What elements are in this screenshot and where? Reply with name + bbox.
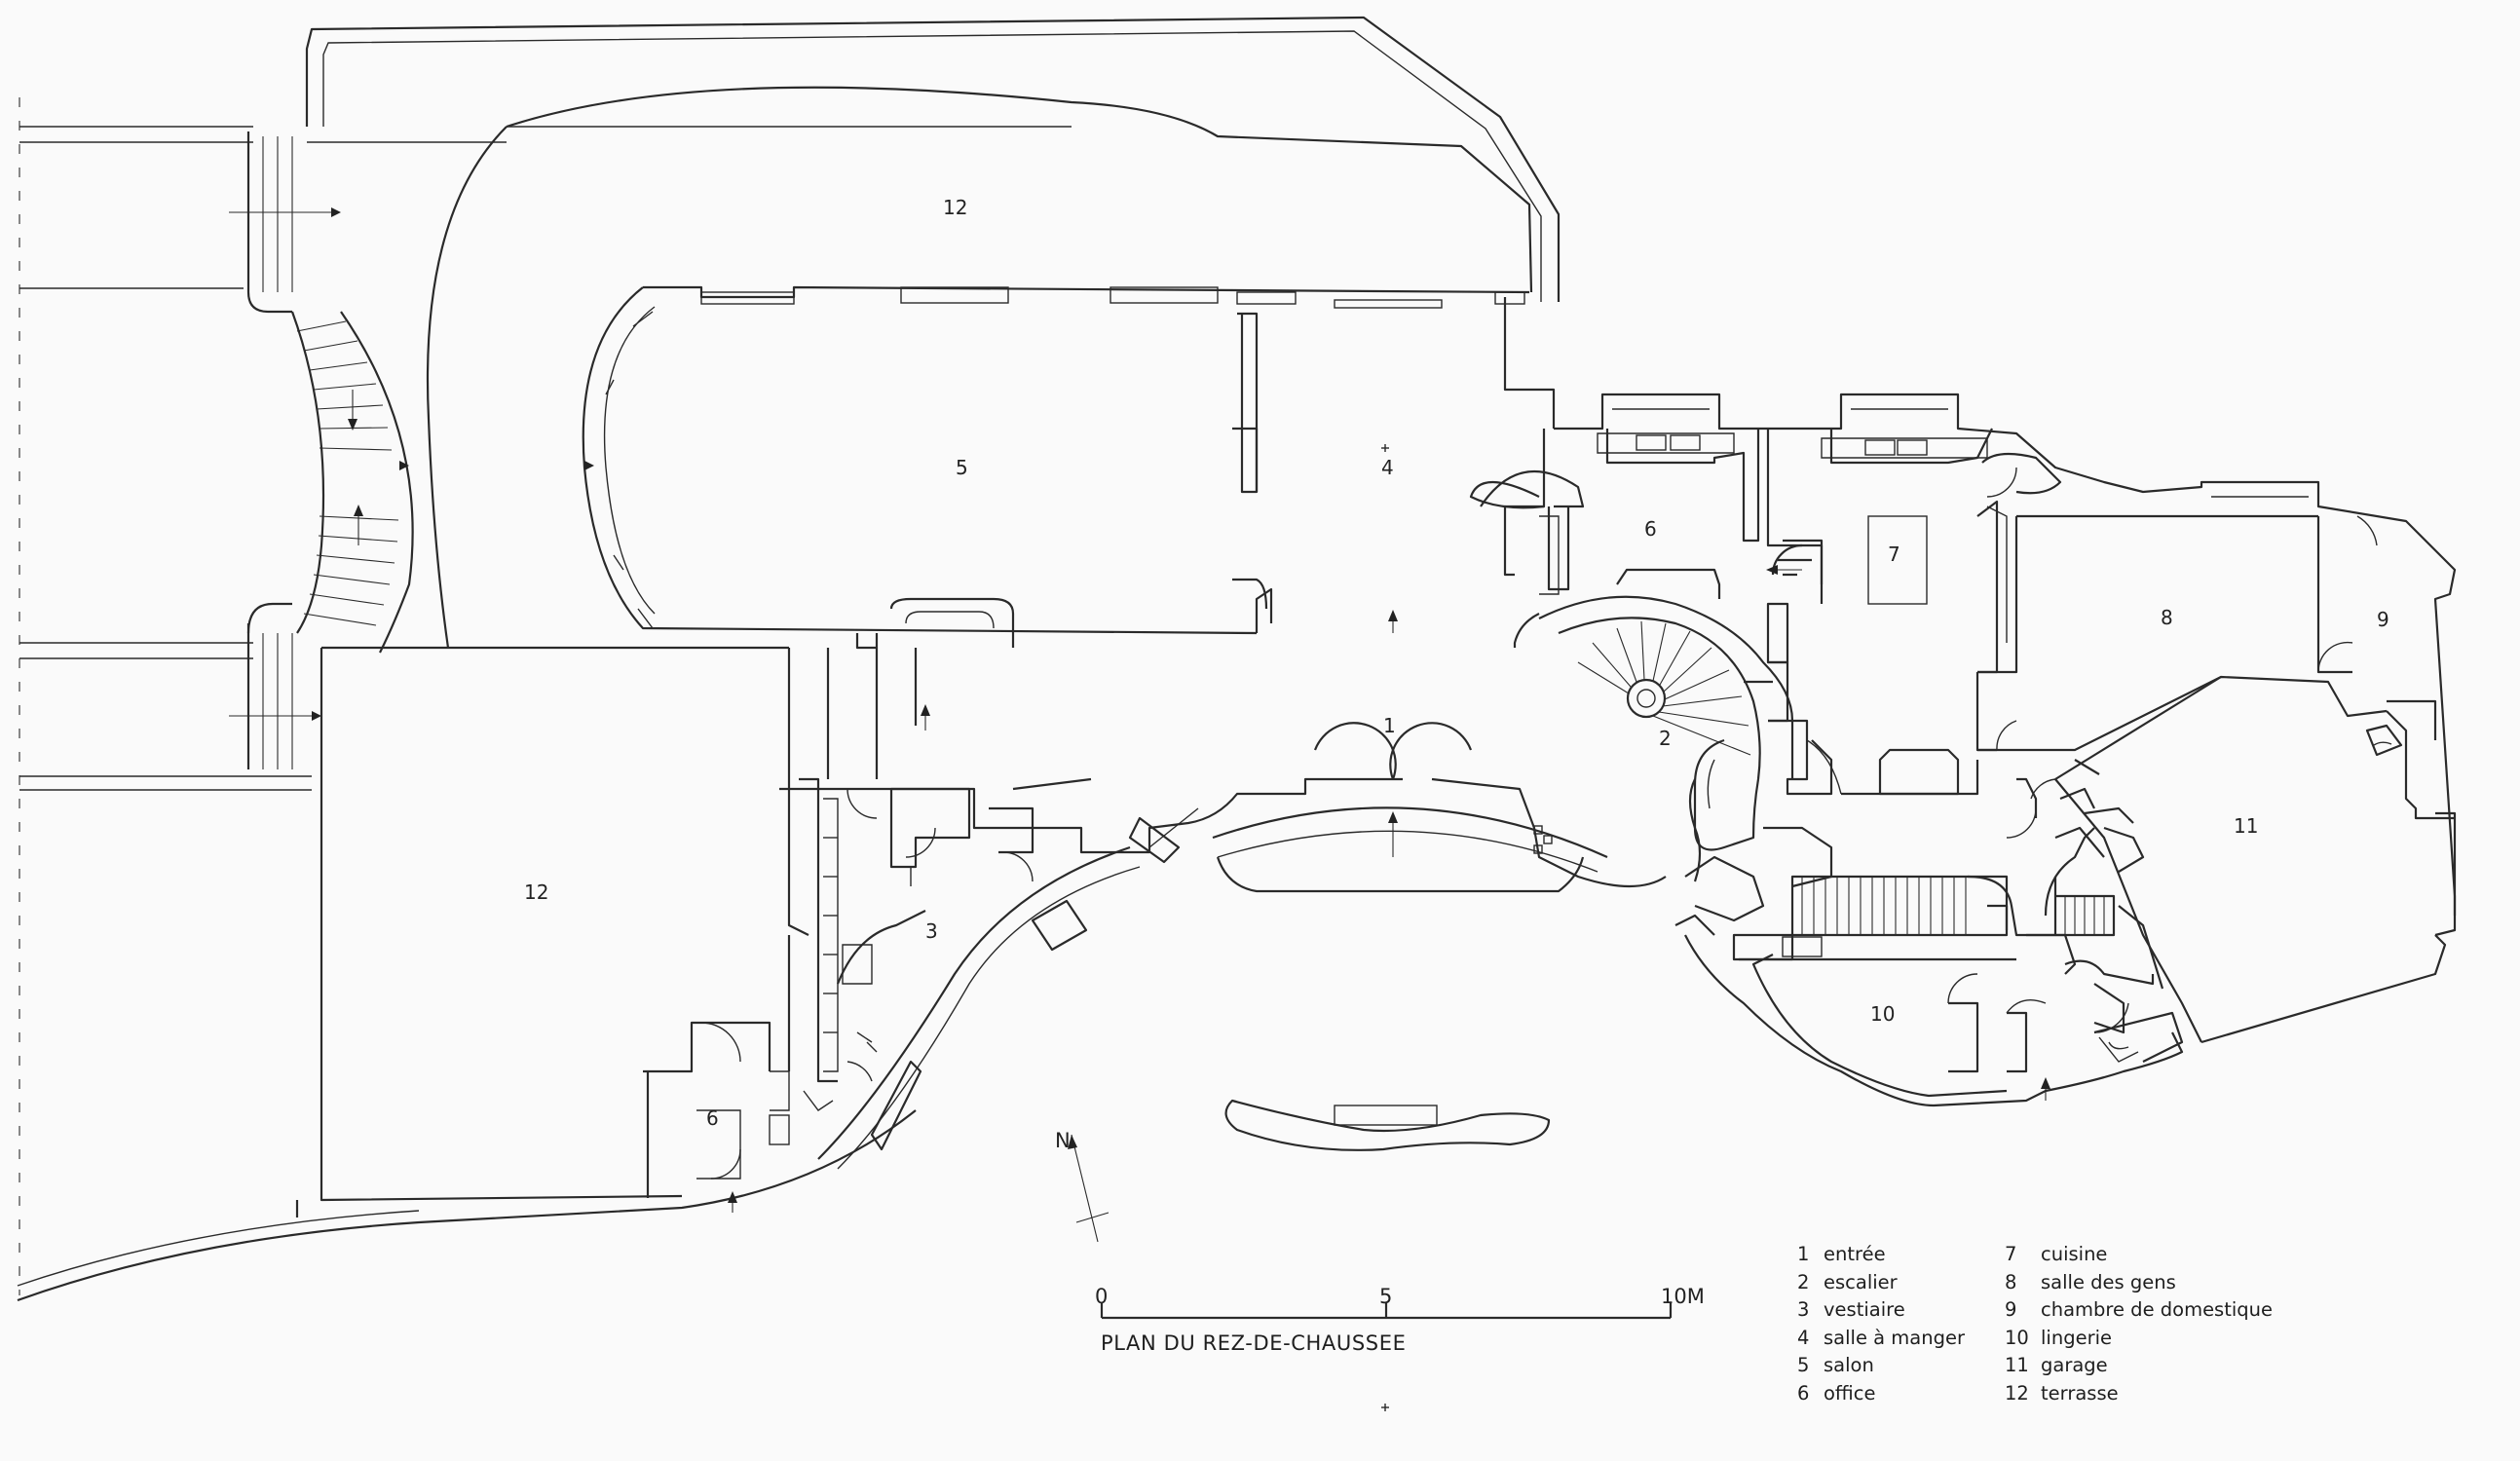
- legend-name: terrasse: [2041, 1381, 2119, 1405]
- legend-left-column: 1 entrée 2 escalier 3 vestiaire 4 salle à ma…: [1797, 1241, 1965, 1408]
- room-label-terrasse-top: 12: [943, 196, 967, 219]
- legend-item: 1 entrée: [1797, 1241, 1965, 1269]
- scale-label-0: 0: [1095, 1285, 1108, 1308]
- room-label-office-lower: 6: [706, 1106, 719, 1130]
- legend-number: 2: [1797, 1270, 1810, 1293]
- legend-item: 12 terrasse: [2005, 1380, 2273, 1408]
- legend-number: 6: [1797, 1381, 1810, 1405]
- legend-item: 8 salle des gens: [2005, 1269, 2273, 1297]
- terrace-lower-block: [295, 646, 790, 1218]
- legend-name: escalier: [1824, 1270, 1898, 1293]
- room-label-salle-a-manger: 4: [1381, 456, 1394, 479]
- scale-label-5: 5: [1379, 1285, 1392, 1308]
- legend-item: 2 escalier: [1797, 1269, 1965, 1297]
- legend-name: salle des gens: [2041, 1270, 2176, 1293]
- legend-right-column: 7 cuisine 8 salle des gens 9 chambre de dom…: [2005, 1241, 2273, 1408]
- legend-name: chambre de domestique: [2041, 1298, 2274, 1322]
- room-label-vestiaire: 3: [925, 919, 938, 943]
- plan-title: PLAN DU REZ-DE-CHAUSSEE: [1101, 1331, 1407, 1355]
- legend-name: garage: [2041, 1354, 2108, 1377]
- survey-marks: [1381, 444, 1389, 1411]
- legend-number: 3: [1797, 1298, 1810, 1322]
- legend-item: 4 salle à manger: [1797, 1325, 1965, 1353]
- laundry-wing-walls: [1674, 787, 2184, 1107]
- legend-name: vestiaire: [1824, 1298, 1905, 1322]
- site-boundary-lines: [17, 97, 917, 1302]
- room-label-lingerie: 10: [1870, 1002, 1895, 1026]
- legend-item: 9 chambre de domestique: [2005, 1296, 2273, 1325]
- room-label-chambre: 9: [2377, 608, 2389, 631]
- legend-number: 9: [2005, 1298, 2017, 1322]
- scale-label-10m: 10M: [1661, 1285, 1705, 1308]
- left-curved-stairs: [229, 131, 414, 769]
- legend-name: office: [1824, 1381, 1876, 1405]
- legend-number: 5: [1797, 1354, 1810, 1377]
- legend-item: 10 lingerie: [2005, 1325, 2273, 1353]
- room-label-office-upper: 6: [1644, 517, 1657, 541]
- cloakroom-walls: [787, 777, 1034, 1111]
- room-label-salle-des-gens: 8: [2161, 606, 2173, 629]
- legend-number: 4: [1797, 1326, 1810, 1349]
- legend-number: 12: [2005, 1381, 2029, 1405]
- room-label-garage: 11: [2234, 814, 2258, 838]
- legend-item: 5 salon: [1797, 1352, 1965, 1380]
- terrace-top-outline: [305, 16, 1561, 649]
- staff-garage-walls: [1977, 514, 2457, 1044]
- legend-item: 6 office: [1797, 1380, 1965, 1408]
- legend-name: cuisine: [2041, 1243, 2108, 1265]
- legend-number: 10: [2005, 1326, 2029, 1349]
- legend-number: 11: [2005, 1354, 2029, 1377]
- room-label-escalier: 2: [1659, 727, 1672, 750]
- legend-name: salle à manger: [1824, 1326, 1965, 1349]
- room-label-salon: 5: [956, 456, 968, 479]
- service-wing-walls: [1469, 393, 2457, 937]
- legend-name: lingerie: [2041, 1326, 2113, 1349]
- scale-bar: [1100, 1302, 1673, 1320]
- room-label-entree: 1: [1383, 714, 1396, 737]
- north-label: N: [1055, 1129, 1071, 1152]
- legend-name: salon: [1824, 1354, 1874, 1377]
- legend-number: 8: [2005, 1270, 2017, 1293]
- entrance-hall-walls: [779, 648, 1667, 1170]
- legend-name: entrée: [1824, 1243, 1886, 1265]
- legend-number: 7: [2005, 1243, 2017, 1265]
- legend-item: 11 garage: [2005, 1352, 2273, 1380]
- legend-number: 1: [1797, 1243, 1810, 1265]
- room-label-terrasse-bottom: 12: [524, 880, 548, 904]
- salon-dining-block: [582, 285, 1556, 650]
- north-arrow: [1068, 1134, 1110, 1243]
- legend-item: 7 cuisine: [2005, 1241, 2273, 1269]
- legend-item: 3 vestiaire: [1797, 1296, 1965, 1325]
- room-label-cuisine: 7: [1888, 543, 1900, 566]
